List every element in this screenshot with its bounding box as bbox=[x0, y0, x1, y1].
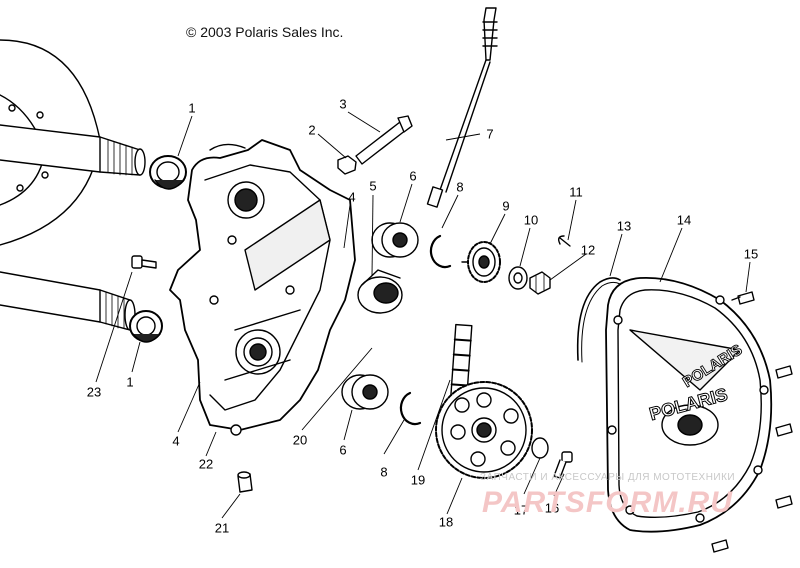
bolt-23 bbox=[131, 255, 157, 269]
callout-3: 3 bbox=[339, 96, 347, 112]
callout-6-upper: 6 bbox=[409, 168, 417, 184]
bolt-16 bbox=[553, 451, 573, 479]
callout-2: 2 bbox=[308, 122, 316, 138]
callout-11: 11 bbox=[569, 184, 583, 200]
copyright-notice: © 2003 Polaris Sales Inc. bbox=[186, 24, 344, 40]
dipstick-7 bbox=[426, 7, 498, 208]
tensioner-5 bbox=[357, 269, 403, 314]
watermark-caption: ЗАПЧАСТИ И АКСЕССУАРЫ ДЛЯ МОТОТЕХНИКИ bbox=[480, 472, 736, 483]
callout-4-upper: 4 bbox=[348, 189, 356, 205]
lower-driveshaft bbox=[0, 271, 136, 331]
bearing-upper bbox=[371, 222, 419, 258]
callout-18: 18 bbox=[438, 514, 454, 530]
snap-ring-upper bbox=[429, 234, 452, 269]
castle-nut-12 bbox=[529, 271, 551, 295]
watermark-logo: PARTSFORM.RU bbox=[482, 486, 733, 519]
callout-21: 21 bbox=[214, 520, 230, 536]
leader-lines bbox=[95, 111, 751, 519]
shaft-3 bbox=[355, 115, 413, 165]
seal-upper bbox=[149, 155, 187, 190]
chaincase-housing bbox=[169, 139, 356, 436]
callout-12: 12 bbox=[580, 242, 596, 258]
callout-6-lower: 6 bbox=[339, 442, 347, 458]
svg-text:PARTSFORM.RU: PARTSFORM.RU bbox=[482, 486, 733, 519]
washer-10 bbox=[508, 266, 528, 290]
callout-10: 10 bbox=[523, 212, 539, 228]
callout-9: 9 bbox=[502, 198, 510, 214]
callout-17: 17 bbox=[513, 502, 529, 518]
callout-8-upper: 8 bbox=[456, 179, 464, 195]
callout-16: 16 bbox=[544, 500, 560, 516]
callout-7: 7 bbox=[486, 126, 494, 142]
snap-ring-lower bbox=[399, 391, 422, 426]
cover-bolts-15 bbox=[711, 291, 793, 553]
sprocket-9 bbox=[461, 241, 501, 283]
callout-20: 20 bbox=[292, 432, 308, 448]
callout-1-upper: 1 bbox=[188, 100, 196, 116]
driven-clutch-disc bbox=[0, 39, 146, 246]
callout-1-lower: 1 bbox=[126, 374, 134, 390]
callout-14: 14 bbox=[676, 212, 692, 228]
callout-8-lower: 8 bbox=[380, 464, 388, 480]
callout-23: 23 bbox=[86, 384, 102, 400]
sprocket-18 bbox=[435, 381, 533, 479]
seal-lower bbox=[129, 310, 163, 343]
seal-13 bbox=[576, 277, 621, 363]
callout-4-lower: 4 bbox=[172, 433, 180, 449]
callout-13: 13 bbox=[616, 218, 632, 234]
bearing-lower bbox=[341, 374, 389, 410]
plug-21 bbox=[237, 471, 253, 493]
callout-22: 22 bbox=[198, 456, 214, 472]
callout-15: 15 bbox=[743, 246, 759, 262]
callout-19: 19 bbox=[410, 472, 426, 488]
callout-5: 5 bbox=[369, 178, 377, 194]
cotter-pin-11 bbox=[557, 235, 571, 247]
nut-2 bbox=[337, 155, 357, 175]
chaincase-cover bbox=[605, 276, 773, 533]
washer-17 bbox=[531, 437, 549, 459]
